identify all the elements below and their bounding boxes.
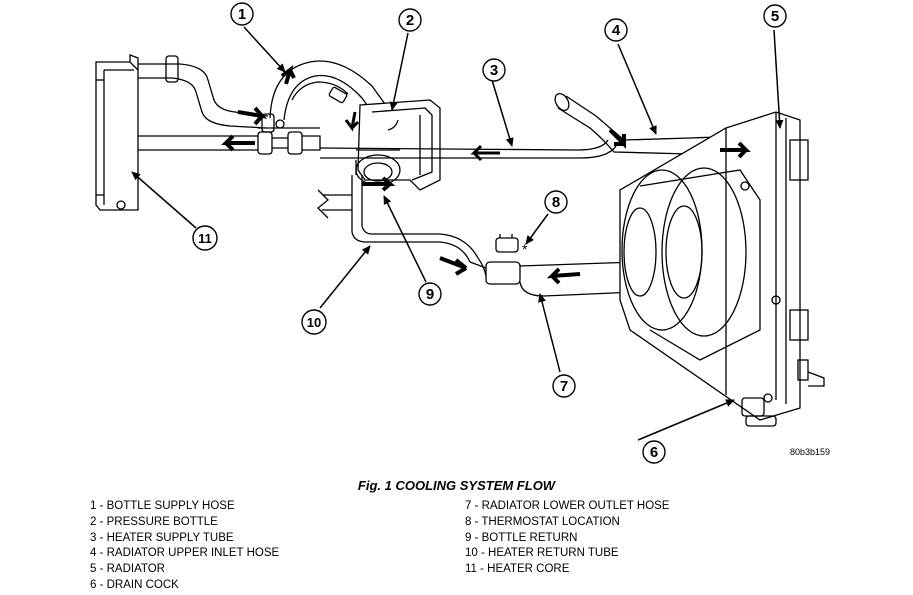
legend-item: 6 - DRAIN COCK (90, 578, 179, 591)
legend-left-column: 1 - BOTTLE SUPPLY HOSE 2 - PRESSURE BOTT… (90, 499, 279, 594)
radiator (619, 111, 825, 421)
flow-arrow (362, 176, 396, 192)
heater-supply-tube (319, 139, 617, 159)
callout-8: 8 (544, 190, 568, 214)
callout-2: 2 (398, 8, 422, 32)
legend-item: 4 - RADIATOR UPPER INLET HOSE (90, 547, 280, 560)
callout-5: 5 (763, 4, 787, 28)
flow-arrow (546, 267, 581, 285)
flow-arrow (344, 111, 360, 132)
legend-item: 9 - BOTTLE RETURN (465, 531, 578, 544)
figure-caption: Fig. 1 COOLING SYSTEM FLOW (357, 478, 556, 493)
flow-arrow (439, 256, 468, 276)
callout-3-label: 3 (490, 62, 498, 79)
callout-11-label: 11 (198, 231, 212, 246)
leader-line-6 (637, 399, 735, 441)
flow-arrow (221, 134, 255, 152)
callout-4-label: 4 (612, 22, 621, 39)
flow-arrows (221, 64, 751, 285)
legend-item: 2 - PRESSURE BOTTLE (90, 515, 218, 528)
heater-tube-lower (138, 119, 321, 155)
thermostat-marker: * (522, 241, 528, 257)
callout-4: 4 (604, 18, 628, 42)
callout-10: 10 (301, 309, 327, 335)
callout-7-label: 7 (560, 378, 568, 395)
callout-1-label: 1 (238, 6, 246, 23)
callout-6-label: 6 (650, 444, 658, 461)
legend-item: 3 - HEATER SUPPLY TUBE (90, 531, 234, 544)
legend-item: 8 - THERMOSTAT LOCATION (465, 515, 620, 528)
heater-core (95, 54, 139, 211)
callout-8-label: 8 (552, 194, 560, 211)
flow-arrow (608, 128, 626, 149)
leader-lines (131, 26, 784, 441)
flow-arrow (237, 106, 268, 126)
leader-line-5 (773, 29, 784, 129)
legend-item: 11 - HEATER CORE (465, 563, 570, 576)
cooling-system-diagram: 1 2 3 4 5 6 7 8 9 10 11 * 80b3b159 (95, 2, 830, 464)
leader-line-8 (525, 213, 549, 245)
leader-line-7 (538, 293, 561, 373)
callout-3: 3 (482, 58, 506, 82)
leader-line-3 (491, 79, 514, 147)
leader-line-10 (319, 245, 371, 309)
callout-11: 11 (192, 225, 218, 251)
callout-2-label: 2 (406, 12, 414, 29)
leader-line-1 (243, 26, 286, 73)
bottle-supply-hose (269, 60, 386, 121)
pressure-bottle (357, 99, 441, 191)
leader-line-4 (617, 43, 657, 135)
leader-line-11 (131, 171, 197, 229)
flow-arrow (470, 144, 500, 162)
callout-7: 7 (552, 374, 576, 398)
callout-10-label: 10 (307, 315, 321, 330)
legend-right-column: 7 - RADIATOR LOWER OUTLET HOSE 8 - THERM… (465, 499, 669, 578)
leader-line-2 (389, 32, 409, 111)
callout-9: 9 (418, 282, 442, 306)
callouts: 1 2 3 4 5 6 7 8 9 10 11 (192, 2, 787, 464)
thermostat-housing (469, 234, 521, 285)
callout-1: 1 (230, 2, 254, 26)
radiator-lower-outlet-hose (519, 261, 637, 297)
flow-arrow (280, 64, 296, 85)
legend-item: 7 - RADIATOR LOWER OUTLET HOSE (465, 500, 670, 512)
callout-9-label: 9 (426, 286, 434, 303)
legend-item: 1 - BOTTLE SUPPLY HOSE (90, 500, 235, 512)
flow-arrow (720, 141, 751, 159)
leader-line-9 (383, 195, 427, 283)
heater-supply-hose-upper (138, 55, 275, 133)
callout-6: 6 (642, 440, 666, 464)
heater-return-tube (317, 175, 479, 263)
legend-item: 5 - RADIATOR (90, 563, 165, 576)
image-code: 80b3b159 (790, 447, 830, 457)
callout-5-label: 5 (771, 8, 779, 25)
legend-item: 10 - HEATER RETURN TUBE (465, 547, 619, 560)
drain-cock (741, 397, 777, 427)
